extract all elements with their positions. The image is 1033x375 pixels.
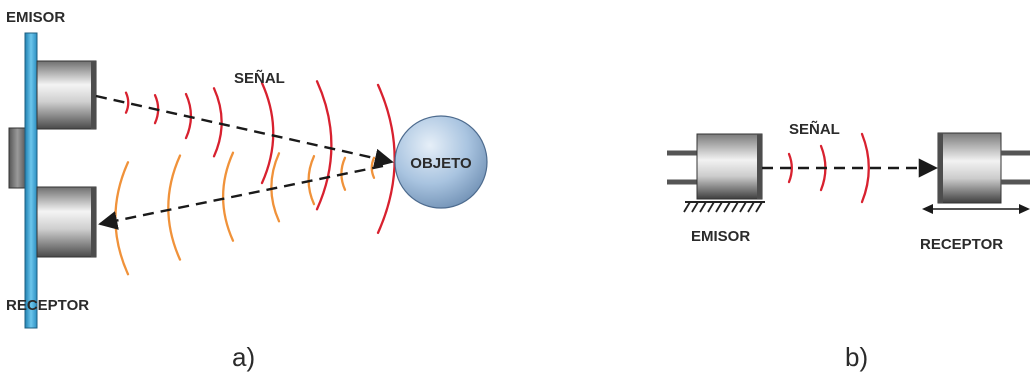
emitter-transducer	[36, 60, 97, 130]
signal-label-a: SEÑAL	[234, 69, 285, 87]
receiver-transducer-b	[937, 132, 1002, 204]
hatch-mark	[723, 201, 731, 213]
reflected-wave-arc	[221, 151, 235, 242]
hatch-mark	[699, 201, 707, 213]
signal-label-b: SEÑAL	[789, 120, 840, 138]
caption-b: b)	[845, 342, 868, 372]
hatch-mark	[731, 201, 739, 213]
caption-a: a)	[232, 342, 255, 372]
hatch-mark	[739, 201, 747, 213]
reflected-wave-group	[114, 151, 376, 276]
hatch-mark	[683, 201, 691, 213]
hatch-mark	[707, 201, 715, 213]
hatch-mark	[691, 201, 699, 213]
target-object	[394, 115, 488, 209]
hatch-mark	[755, 201, 763, 213]
emitted-wave-arc	[124, 91, 130, 114]
emitted-wave-arc	[212, 87, 223, 158]
emitted-wave-arc-b	[787, 152, 793, 184]
reflected-wave-arc	[270, 152, 281, 223]
reflected-wave-arc	[167, 154, 182, 261]
sensor-mount-block	[8, 127, 27, 189]
hatch-mark	[715, 201, 723, 213]
emitter-label-b: EMISOR	[691, 228, 750, 245]
receiver-label-a: RECEPTOR	[6, 297, 89, 314]
outgoing-signal-path	[95, 94, 394, 168]
emitted-wave-arc-b	[860, 132, 870, 204]
receiver-transducer	[36, 186, 97, 258]
emitter-label-a: EMISOR	[6, 9, 65, 26]
panel-b: SEÑAL EMISOR RECEPTOR b)	[667, 120, 1030, 372]
emitted-wave-arc	[260, 81, 275, 185]
sensor-backplate	[24, 32, 38, 329]
fixed-ground-hatch	[683, 201, 765, 213]
panel-a: OBJETO EMISOR RECEPTOR SEÑAL a)	[6, 9, 488, 372]
hatch-mark	[747, 201, 755, 213]
receiver-label-b: RECEPTOR	[920, 236, 1003, 253]
return-signal-path	[98, 164, 384, 230]
object-label: OBJETO	[410, 155, 472, 172]
emitter-transducer-b	[696, 133, 763, 200]
emitted-wave-arc	[315, 80, 333, 211]
receiver-motion-arrow	[922, 204, 1030, 214]
